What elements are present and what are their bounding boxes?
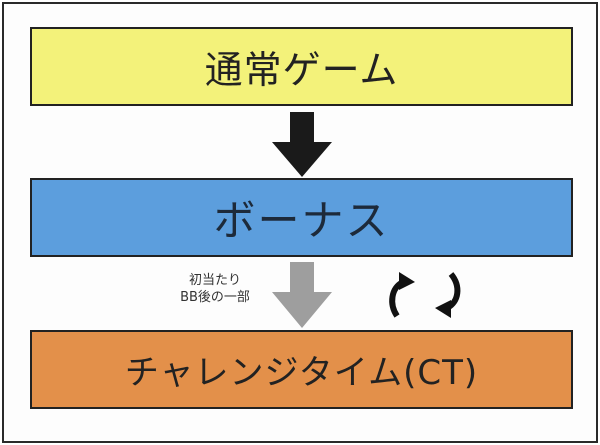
normal-game-label: 通常ゲーム: [204, 48, 399, 92]
down-arrow-icon: [272, 112, 332, 177]
challenge-time-label: チャレンジタイム(CT): [124, 353, 479, 393]
transition-note-line1: 初当たり: [188, 273, 241, 288]
transition-note-line2: BB後の一部: [180, 290, 250, 305]
challenge-time-box: チャレンジタイム(CT): [30, 330, 573, 409]
transition-note: 初当たり BB後の一部: [160, 272, 270, 306]
down-arrow-icon: [272, 262, 332, 328]
cycle-arrows-icon: [389, 272, 461, 318]
normal-game-box: 通常ゲーム: [30, 27, 573, 106]
bonus-label: ボーナス: [213, 196, 390, 245]
bonus-box: ボーナス: [30, 178, 573, 257]
